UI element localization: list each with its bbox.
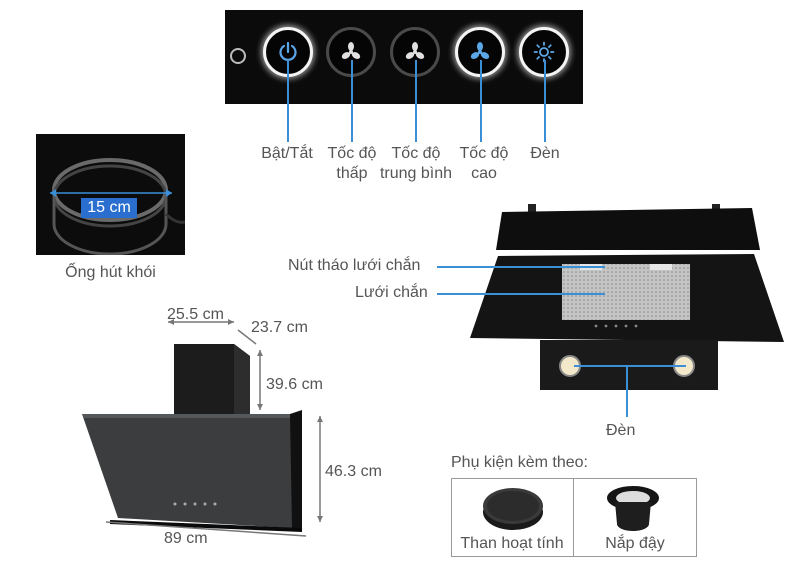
power-label: Bật/Tắt xyxy=(261,145,313,162)
leader-line xyxy=(626,365,628,417)
leader-line xyxy=(287,60,289,142)
hood-front-drawing xyxy=(470,204,784,390)
fan-high-label: Tốc độ cao xyxy=(459,145,509,182)
cover-cap-image xyxy=(607,486,659,531)
fan-low-label: Tốc độ thấp xyxy=(327,145,377,182)
leader-line xyxy=(480,60,482,142)
divider xyxy=(573,478,574,557)
leader-line xyxy=(437,293,605,295)
control-panel xyxy=(225,10,583,104)
width-label: 89 cm xyxy=(164,530,208,547)
hood-dimension-drawing xyxy=(82,319,323,537)
accessories-title: Phụ kiện kèm theo: xyxy=(451,454,588,471)
light-label: Đèn xyxy=(530,145,560,162)
body-height-label: 46.3 cm xyxy=(325,463,382,480)
fan-icon xyxy=(470,42,490,59)
leader-line xyxy=(437,266,605,268)
leader-line xyxy=(351,60,353,142)
filter-label: Lưới chắn xyxy=(355,284,428,301)
accessory-cap-label: Nắp đậy xyxy=(605,535,665,552)
exhaust-tube-photo xyxy=(36,134,185,255)
tube-caption: Ống hút khói xyxy=(65,264,156,281)
leader-line xyxy=(415,60,417,142)
fan-icon xyxy=(405,42,425,59)
leader-line xyxy=(574,365,686,367)
top-width-label: 23.7 cm xyxy=(251,319,308,336)
accessory-charcoal-label: Than hoạt tính xyxy=(460,535,564,552)
leader-line xyxy=(544,60,546,142)
fan-mid-label: Tốc độ trung bình xyxy=(379,145,453,182)
indicator-ring xyxy=(230,48,246,64)
charcoal-filter-image xyxy=(483,488,543,530)
lights-label: Đèn xyxy=(606,422,636,439)
tube-diameter-label: 15 cm xyxy=(81,198,137,218)
dimension-arrow xyxy=(50,189,172,197)
fan-icon xyxy=(341,42,361,59)
chimney xyxy=(174,344,250,414)
filter-release-label: Nút tháo lưới chắn xyxy=(288,257,421,274)
power-icon xyxy=(279,41,297,61)
hood-body xyxy=(82,414,292,528)
chimney-height-label: 39.6 cm xyxy=(266,376,323,393)
top-depth-label: 25.5 cm xyxy=(167,306,224,323)
accessories-box xyxy=(451,478,697,557)
